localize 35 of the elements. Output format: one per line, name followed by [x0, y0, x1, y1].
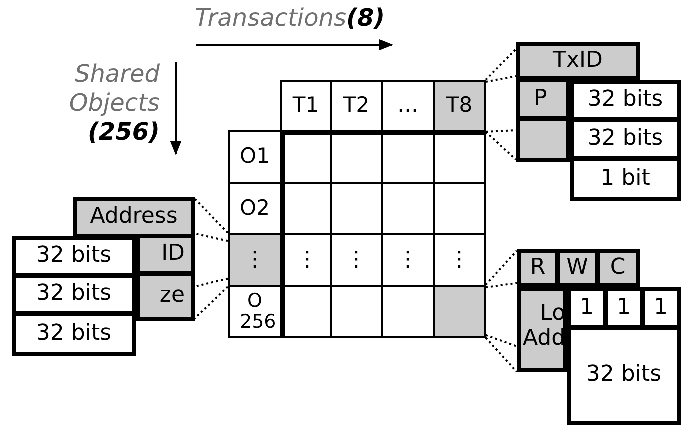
- bit-width-cell: 32 bits: [12, 236, 136, 277]
- matrix-cell: [433, 285, 486, 338]
- bit-width-cell: 32 bits: [570, 80, 681, 121]
- row-header: ⋮: [228, 233, 282, 287]
- field-cell: P: [516, 78, 570, 120]
- axis-title: Transactions(8): [195, 4, 386, 33]
- projection-line: [486, 334, 518, 348]
- projection-line: [194, 278, 228, 288]
- axis-title: Shared Objects (256): [68, 60, 160, 146]
- column-header: T8: [433, 80, 486, 132]
- projection-line: [194, 232, 228, 242]
- bit-width-cell: 1: [641, 287, 681, 329]
- bit-width-cell: 32 bits: [570, 118, 681, 160]
- bit-width-cell: 1 bit: [570, 157, 681, 201]
- projection-line: [485, 337, 518, 373]
- field-cell: ze: [136, 272, 195, 321]
- flag-cell: R: [517, 249, 559, 287]
- field-cell: [516, 117, 570, 162]
- projection-line: [485, 131, 517, 160]
- field-cell: TxID: [516, 42, 640, 80]
- projection-line: [485, 48, 517, 81]
- bit-width-cell: 32 bits: [12, 312, 136, 356]
- row-header: O1: [228, 130, 282, 184]
- projection-line: [194, 198, 229, 234]
- projection-line: [485, 250, 518, 286]
- bit-width-cell: 32 bits: [567, 326, 681, 425]
- projection-line: [486, 75, 516, 84]
- field-cell: Address: [73, 197, 195, 238]
- row-header: O 256: [228, 285, 282, 338]
- column-header: T1: [280, 80, 332, 132]
- flag-cell: C: [596, 249, 640, 287]
- flag-cell: W: [556, 249, 599, 287]
- projection-line: [486, 282, 518, 289]
- bit-width-cell: 32 bits: [12, 274, 136, 315]
- projection-line: [194, 286, 229, 320]
